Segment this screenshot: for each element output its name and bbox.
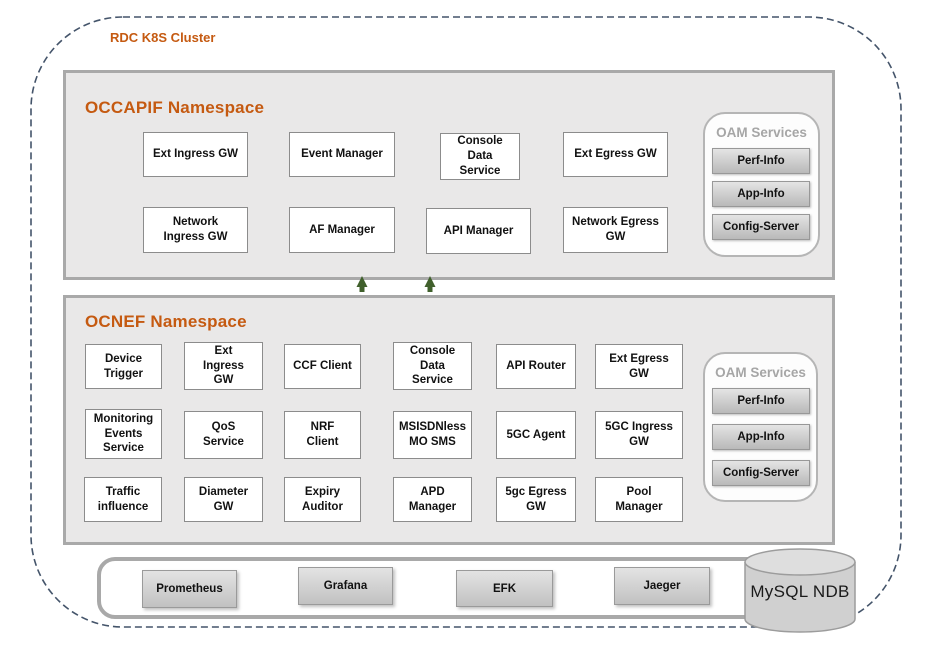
infra-button-jaeger: Jaeger	[614, 567, 710, 605]
occapif-namespace-title: OCCAPIF Namespace	[85, 98, 265, 117]
infra-button-grafana: Grafana	[298, 567, 393, 605]
ocnef-box-nrf-client: NRF Client	[284, 411, 361, 459]
infra-button-efk: EFK	[456, 570, 553, 607]
database-cylinder-icon	[744, 548, 856, 633]
ocnef-box-monitoring-events-service: Monitoring Events Service	[85, 409, 162, 459]
ocnef-box-msisdnless-mo-sms: MSISDNless MO SMS	[393, 411, 472, 459]
ocnef-box-ext-egress-gw: Ext Egress GW	[595, 344, 683, 389]
ocnef-box-ext-ingress-gw: Ext Ingress GW	[184, 342, 263, 390]
occapif-box-ext-ingress-gw: Ext Ingress GW	[143, 132, 248, 177]
ocnef-box-device-trigger: Device Trigger	[85, 344, 162, 389]
occapif-oam-button-config-server: Config-Server	[712, 214, 810, 240]
ocnef-box-expiry-auditor: Expiry Auditor	[284, 477, 361, 522]
mysql-ndb-database: MySQL NDB	[744, 548, 856, 634]
infra-button-prometheus: Prometheus	[142, 570, 237, 608]
ocnef-box-5gc-egress-gw: 5gc Egress GW	[496, 477, 576, 522]
ocnef-oam-button-app-info: App-Info	[712, 424, 810, 450]
ocnef-box-api-router: API Router	[496, 344, 576, 389]
ocnef-box-console-data-service: Console Data Service	[393, 342, 472, 390]
ocnef-box-ccf-client: CCF Client	[284, 344, 361, 389]
cluster-title: RDC K8S Cluster	[110, 30, 216, 45]
occapif-box-console-data-service: Console Data Service	[440, 133, 520, 180]
ocnef-box-5gc-ingress-gw: 5GC Ingress GW	[595, 411, 683, 459]
ocnef-oam-button-perf-info: Perf-Info	[712, 388, 810, 414]
ocnef-oam-services-title: OAM Services	[715, 365, 806, 380]
ocnef-box-5gc-agent: 5GC Agent	[496, 411, 576, 459]
occapif-box-network-egress-gw: Network Egress GW	[563, 207, 668, 253]
occapif-box-event-manager: Event Manager	[289, 132, 395, 177]
ocnef-box-diameter-gw: Diameter GW	[184, 477, 263, 522]
occapif-box-network-ingress-gw: Network Ingress GW	[143, 207, 248, 253]
occapif-oam-button-app-info: App-Info	[712, 181, 810, 207]
occapif-box-af-manager: AF Manager	[289, 207, 395, 253]
mysql-ndb-label: MySQL NDB	[750, 582, 850, 601]
occapif-oam-services-title: OAM Services	[716, 125, 807, 140]
ocnef-box-traffic-influence: Traffic influence	[84, 477, 162, 522]
ocnef-box-pool-manager: Pool Manager	[595, 477, 683, 522]
ocnef-box-qos-service: QoS Service	[184, 411, 263, 459]
ocnef-box-apd-manager: APD Manager	[393, 477, 472, 522]
occapif-box-api-manager: API Manager	[426, 208, 531, 254]
occapif-box-ext-egress-gw: Ext Egress GW	[563, 132, 668, 177]
occapif-oam-button-perf-info: Perf-Info	[712, 148, 810, 174]
ocnef-oam-button-config-server: Config-Server	[712, 460, 810, 486]
ocnef-namespace-title: OCNEF Namespace	[85, 312, 247, 331]
